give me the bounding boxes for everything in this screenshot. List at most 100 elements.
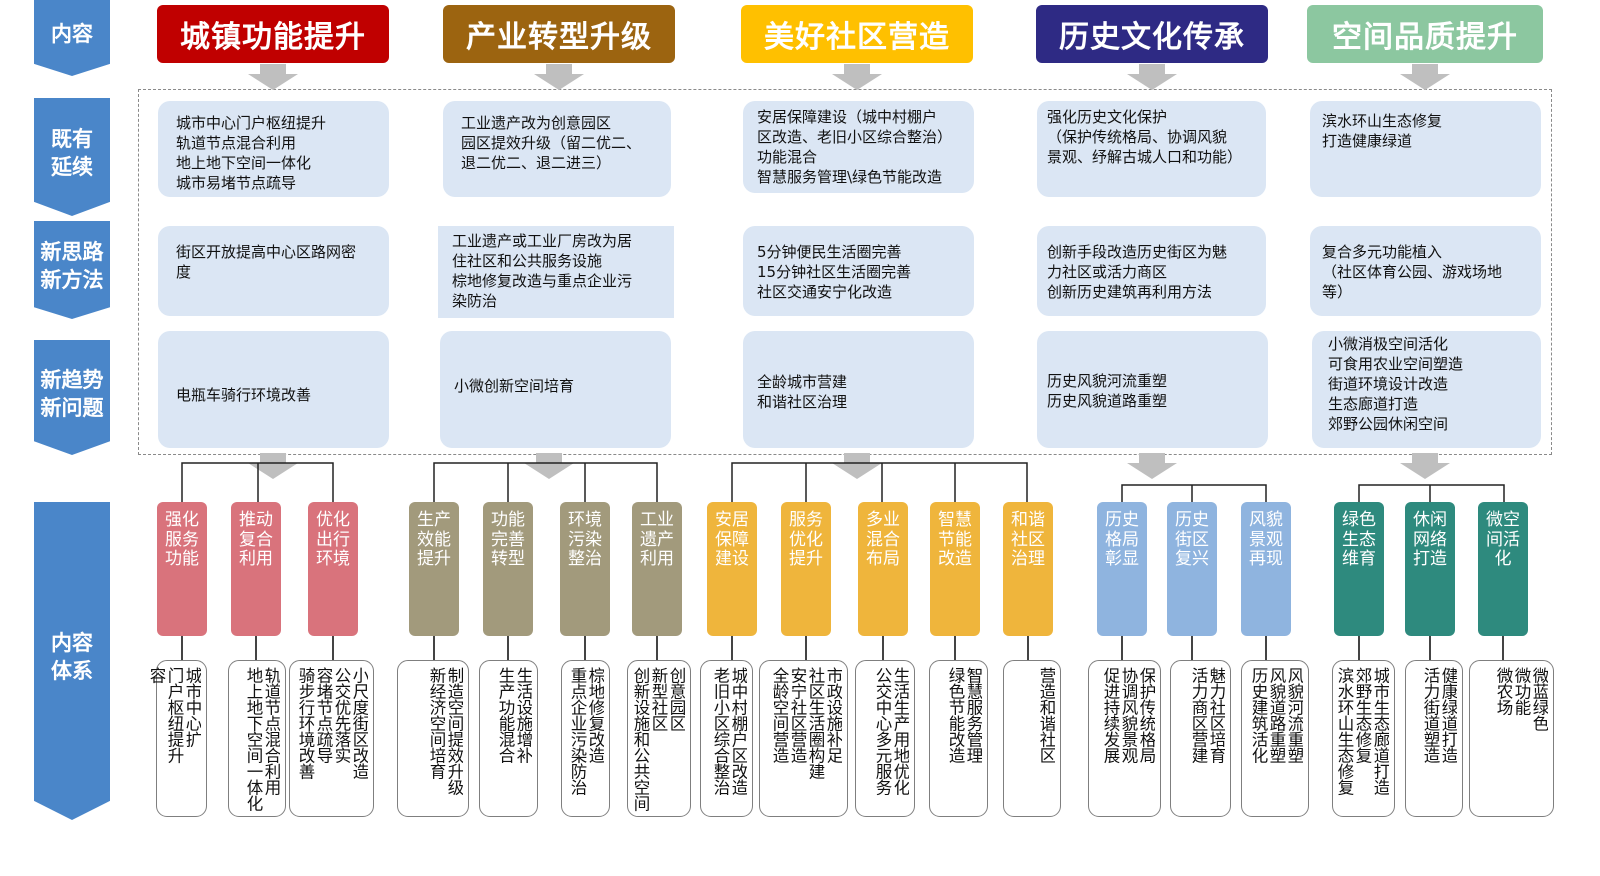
system-detail-text: 生活生产用地优化 公交中心多元服务	[873, 667, 909, 795]
arrow-down-icon	[1127, 64, 1177, 90]
system-detail-text: 市政设施补足 社区生活圈构建 安宁社区营造 全龄空间营造	[770, 667, 842, 779]
system-detail-text: 健康绿道打造 活力街道塑造	[1421, 667, 1457, 763]
card-existing-0: 城市中心门户枢纽提升 轨道节点混合利用 地上地下空间一体化 城市易堵节点疏导	[158, 101, 389, 197]
system-category-0: 强化服务功能	[157, 502, 207, 636]
system-detail-13: 魅力社区培育 活力商区营建	[1170, 660, 1231, 817]
system-detail-6: 创意园区 新型社区 创新设施和公共空间	[627, 660, 691, 817]
system-connector-10	[954, 636, 956, 660]
system-category-3: 生产效能提升	[409, 502, 459, 636]
header-2: 美好社区营造	[741, 5, 973, 63]
system-detail-text: 风貌河流重塑 风貌道路重塑 历史建筑活化	[1249, 667, 1303, 763]
system-detail-4: 生活设施增补 生产功能混合	[479, 660, 538, 817]
card-new-trends-1: 小微创新空间培育	[440, 331, 671, 448]
system-category-7: 安居保障建设	[707, 502, 757, 636]
header-3: 历史文化传承	[1036, 5, 1268, 63]
system-detail-text: 魅力社区培育 活力商区营建	[1189, 667, 1225, 763]
system-detail-5: 棕地修复改造 重点企业污染防治	[561, 660, 610, 817]
system-detail-text: 微蓝绿色 微功能 微农场	[1494, 667, 1548, 731]
system-connector-13	[1191, 636, 1193, 660]
card-existing-4: 滨水环山生态修复 打造健康绿道	[1310, 101, 1541, 197]
system-category-16: 休闲网络打造	[1405, 502, 1455, 636]
system-detail-11: 营造和谐社区	[1003, 660, 1061, 817]
system-category-12: 历史格局彰显	[1097, 502, 1147, 636]
system-detail-text: 营造和谐社区	[1037, 667, 1055, 763]
card-new-ideas-3: 创新手段改造历史街区为魅 力社区或活力商区 创新历史建筑再利用方法	[1037, 226, 1266, 316]
system-detail-12: 保护传统格局 协调风貌景观 促进持续发展	[1088, 660, 1161, 817]
system-detail-text: 城市生态廊道打造 郊野生态修复 滨水环山生态修复	[1335, 667, 1389, 795]
header-0: 城镇功能提升	[157, 5, 389, 63]
card-new-ideas-4: 复合多元功能植入 （社区体育公园、游戏场地 等）	[1310, 226, 1541, 316]
arrow-down-icon	[832, 64, 882, 90]
system-detail-8: 市政设施补足 社区生活圈构建 安宁社区营造 全龄空间营造	[759, 660, 848, 817]
label-existing: 既有 延续	[34, 98, 110, 216]
system-connector-6	[656, 636, 658, 660]
system-connector-0	[181, 636, 183, 660]
system-detail-7: 城中村棚户区改造 老旧小区综合整治	[700, 660, 753, 817]
system-category-6: 工业遗产利用	[632, 502, 682, 636]
system-connector-2	[332, 636, 334, 660]
system-connector-8	[805, 636, 807, 660]
system-category-5: 环境污染整治	[560, 502, 610, 636]
card-new-ideas-2: 5分钟便民生活圈完善 15分钟社区生活圈完善 社区交通安宁化改造	[743, 226, 974, 316]
system-detail-16: 健康绿道打造 活力街道塑造	[1405, 660, 1463, 817]
system-category-9: 多业混合布局	[858, 502, 908, 636]
label-new-trends: 新趋势 新问题	[34, 340, 110, 455]
system-connector-1	[255, 636, 257, 660]
system-category-10: 智慧节能改造	[930, 502, 980, 636]
arrow-down-icon	[1400, 64, 1450, 90]
system-category-8: 服务优化提升	[781, 502, 831, 636]
system-detail-9: 生活生产用地优化 公交中心多元服务	[855, 660, 915, 817]
system-category-13: 历史街区复兴	[1167, 502, 1217, 636]
system-detail-text: 城市中心扩 门户枢纽提升 容	[147, 667, 201, 763]
system-detail-0: 城市中心扩 门户枢纽提升 容	[147, 660, 207, 817]
system-detail-text: 小尺度街区改造 公交优先落实 容堵节点疏导 骑步行环境改善	[296, 667, 368, 779]
system-connector-15	[1358, 636, 1360, 660]
system-detail-2: 小尺度街区改造 公交优先落实 容堵节点疏导 骑步行环境改善	[289, 660, 374, 817]
system-connector-16	[1429, 636, 1431, 660]
card-new-ideas-0: 街区开放提高中心区路网密 度	[158, 226, 389, 316]
card-new-trends-3: 历史风貌河流重塑 历史风貌道路重塑	[1037, 331, 1268, 448]
system-category-17: 微空间活化	[1478, 502, 1528, 636]
system-connector-12	[1121, 636, 1123, 660]
label-content: 内容	[34, 0, 110, 76]
system-detail-text: 轨道节点混合利用 地上地下空间一体化	[244, 667, 280, 811]
arrow-down-icon	[1400, 453, 1450, 479]
system-detail-text: 生活设施增补 生产功能混合	[496, 667, 532, 763]
label-new-ideas: 新思路 新方法	[34, 221, 110, 319]
system-detail-text: 创意园区 新型社区 创新设施和公共空间	[631, 667, 685, 811]
arrow-down-icon	[1127, 453, 1177, 479]
system-connector-17	[1502, 636, 1504, 660]
system-detail-text: 制造空间提效升级 新经济空间培育	[427, 667, 463, 795]
arrow-down-icon	[248, 453, 298, 479]
system-detail-10: 智慧服务管理 绿色节能改造	[929, 660, 988, 817]
system-category-4: 功能完善转型	[483, 502, 533, 636]
system-connector-3	[433, 636, 435, 660]
system-category-11: 和谐社区治理	[1003, 502, 1053, 636]
card-new-ideas-1: 工业遗产或工业厂房改为居 住社区和公共服务设施 棕地修复改造与重点企业污 染防治	[438, 226, 674, 318]
system-connector-7	[731, 636, 733, 660]
arrow-down-icon	[534, 64, 584, 90]
system-detail-1: 轨道节点混合利用 地上地下空间一体化	[228, 660, 286, 817]
system-detail-text: 城中村棚户区改造 老旧小区综合整治	[711, 667, 747, 795]
card-new-trends-4: 小微消极空间活化 可食用农业空间塑造 街道环境设计改造 生态廊道打造 郊野公园休…	[1312, 331, 1541, 448]
system-detail-3: 制造空间提效升级 新经济空间培育	[397, 660, 469, 817]
header-4: 空间品质提升	[1307, 5, 1543, 63]
system-detail-15: 城市生态廊道打造 郊野生态修复 滨水环山生态修复	[1332, 660, 1395, 817]
card-existing-1: 工业遗产改为创意园区 园区提效升级（留二优二、 退二优二、退二进三）	[443, 101, 671, 197]
arrow-down-icon	[524, 453, 574, 479]
system-category-2: 优化出行环境	[308, 502, 358, 636]
system-category-14: 风貌景观再现	[1241, 502, 1291, 636]
card-existing-2: 安居保障建设（城中村棚户 区改造、老旧小区综合整治） 功能混合 智慧服务管理\绿…	[743, 101, 974, 193]
arrow-down-icon	[248, 64, 298, 90]
system-connector-4	[507, 636, 509, 660]
system-detail-text: 棕地修复改造 重点企业污染防治	[568, 667, 604, 795]
card-new-trends-0: 电瓶车骑行环境改善	[158, 331, 389, 448]
system-category-1: 推动复合利用	[231, 502, 281, 636]
system-category-15: 绿色生态维育	[1334, 502, 1384, 636]
system-detail-text: 保护传统格局 协调风貌景观 促进持续发展	[1101, 667, 1155, 763]
card-existing-3: 强化历史文化保护 （保护传统格局、协调风貌 景观、纾解古城人口和功能）	[1037, 101, 1266, 197]
system-connector-11	[1027, 636, 1029, 660]
label-system: 内容 体系	[34, 502, 110, 820]
system-connector-9	[882, 636, 884, 660]
arrow-down-icon	[832, 453, 882, 479]
